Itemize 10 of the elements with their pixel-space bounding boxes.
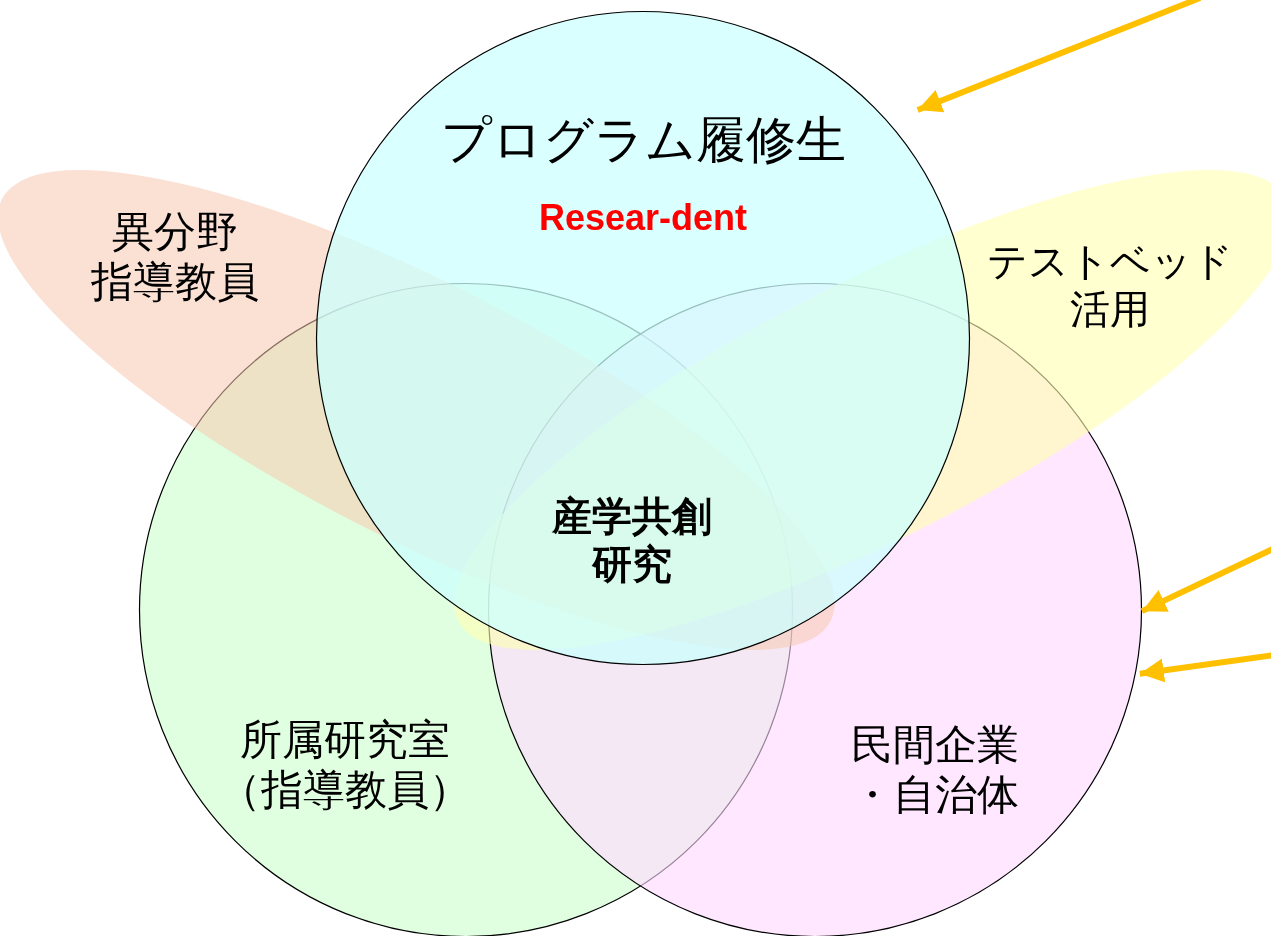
arrow bbox=[1139, 652, 1271, 683]
subtitle-text: Resear-dent bbox=[538, 197, 748, 239]
node-label: 異分野指導教員 bbox=[91, 206, 259, 306]
center-label: 産学共創研究 bbox=[552, 493, 712, 587]
node-label: 所属研究室（指導教員） bbox=[219, 714, 471, 814]
arrow bbox=[1140, 545, 1271, 614]
arrow bbox=[916, 0, 1202, 113]
node-label: プログラム履修生 bbox=[440, 111, 846, 169]
node-label: テストベッド活用 bbox=[987, 238, 1233, 332]
node-label: 民間企業・自治体 bbox=[851, 719, 1019, 819]
